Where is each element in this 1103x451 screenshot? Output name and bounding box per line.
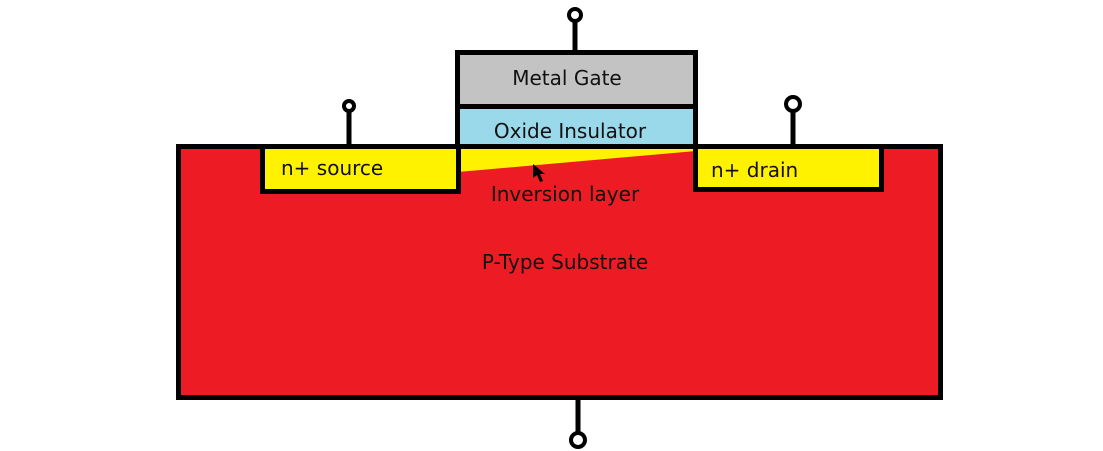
substrate-label: P-Type Substrate bbox=[482, 250, 648, 274]
source-terminal bbox=[342, 99, 356, 146]
n-plus-drain-region bbox=[693, 144, 884, 192]
gate-label: Metal Gate bbox=[512, 66, 621, 90]
inversion-label: Inversion layer bbox=[491, 182, 640, 206]
drain-terminal bbox=[784, 95, 802, 146]
body-terminal bbox=[569, 398, 587, 449]
n-plus-source-region bbox=[260, 144, 461, 194]
metal-gate bbox=[455, 50, 698, 109]
mouse-cursor-icon bbox=[533, 164, 545, 182]
source-label: n+ source bbox=[281, 156, 383, 180]
oxide-label: Oxide Insulator bbox=[494, 119, 647, 143]
gate-terminal bbox=[567, 7, 583, 50]
inversion-layer bbox=[458, 149, 696, 172]
drain-label: n+ drain bbox=[711, 158, 798, 182]
oxide-insulator bbox=[455, 104, 698, 149]
